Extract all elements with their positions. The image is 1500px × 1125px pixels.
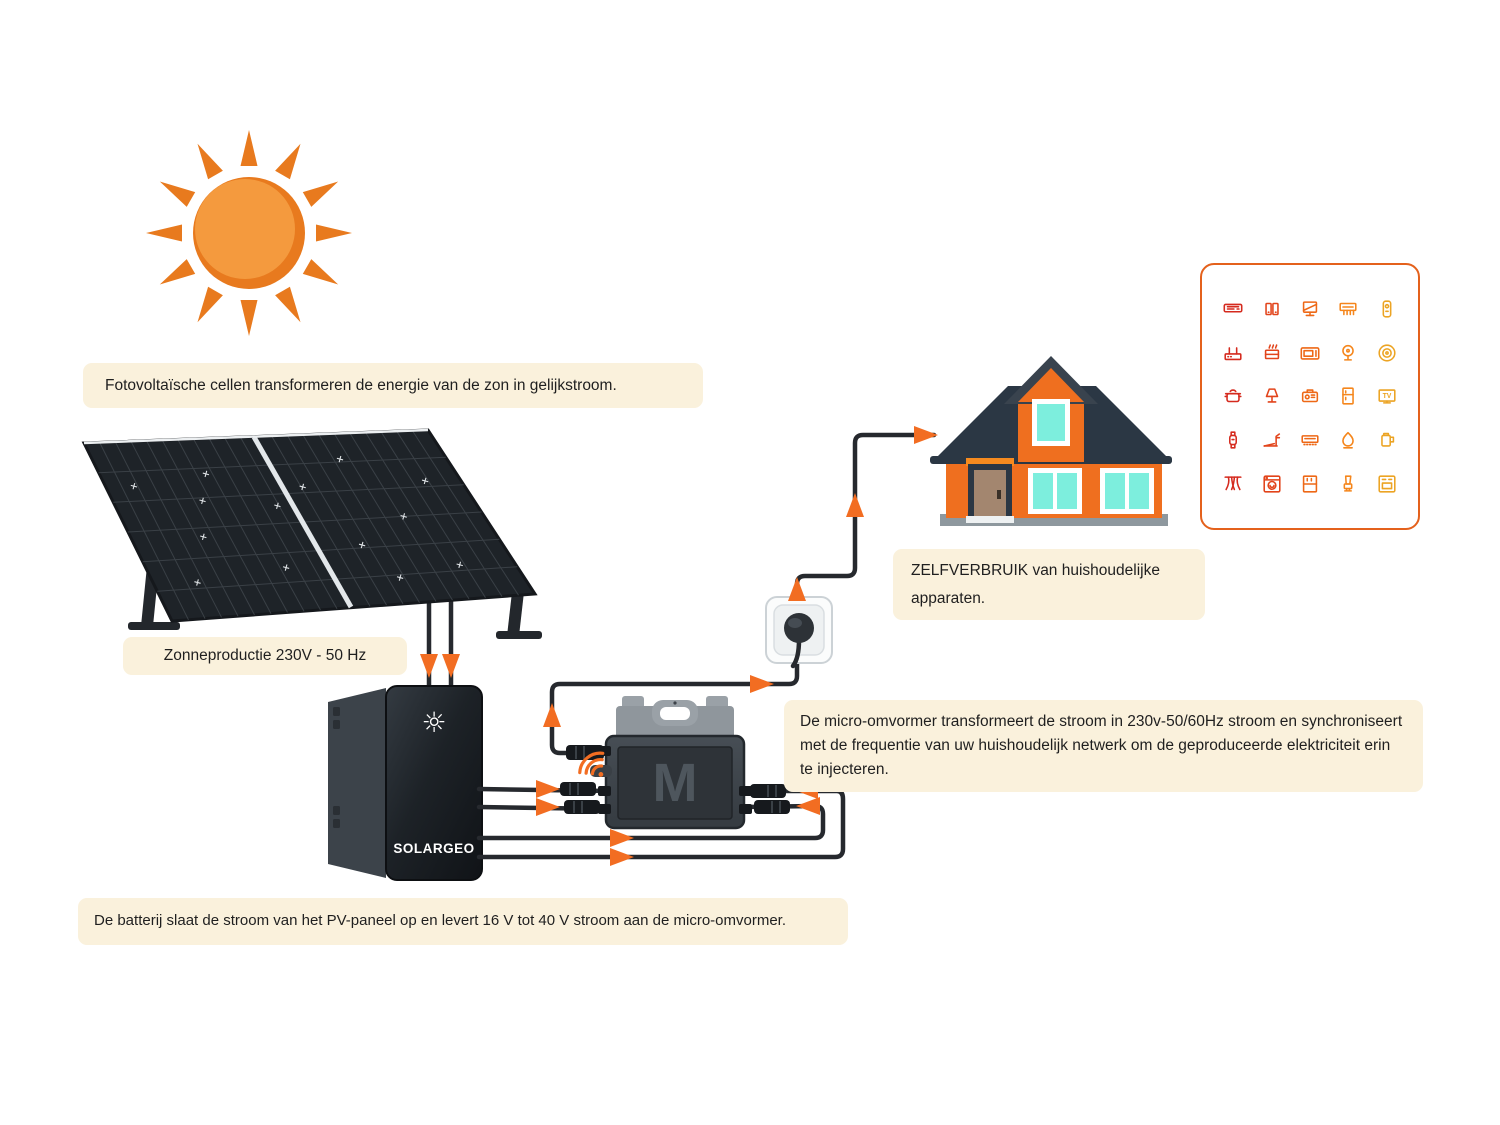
appliance-icon-kettle — [1376, 429, 1398, 451]
appliance-icon-robot-vacuum — [1376, 342, 1398, 364]
appliance-icon-smartwatch — [1222, 429, 1244, 451]
caption-self-consumption: ZELFVERBRUIK van huishoudelijke apparate… — [893, 549, 1205, 620]
appliance-icon-freezer — [1299, 473, 1321, 495]
battery-brand-label: SOLARGEO — [393, 841, 474, 856]
appliance-icon-microwave — [1299, 342, 1321, 364]
arrow-right-dc2 — [536, 798, 560, 816]
battery-sun-logo: ☼ — [421, 706, 446, 739]
arrow-down-2 — [442, 654, 460, 678]
arrow-up-house — [846, 493, 864, 517]
appliance-icon-blender — [1337, 473, 1359, 495]
door-awning — [966, 458, 1014, 466]
arrow-down-1 — [420, 654, 438, 678]
house-illustration — [930, 356, 1172, 526]
panel-right-leg — [507, 592, 524, 636]
front-windows — [1028, 468, 1154, 514]
appliance-icon-oven — [1376, 473, 1398, 495]
appliance-icon-air-conditioner — [1222, 298, 1244, 320]
caption-production: Zonneproductie 230V - 50 Hz — [123, 637, 407, 675]
appliance-icon-washing-machine — [1261, 473, 1283, 495]
arrow-right-house — [914, 426, 938, 444]
micro-inverter-illustration: M — [590, 696, 752, 830]
front-door — [974, 470, 1006, 518]
appliance-icon-treadmill — [1261, 429, 1283, 451]
appliance-icon-humidifier — [1337, 429, 1359, 451]
appliance-icon-mobile-phones — [1261, 298, 1283, 320]
battery-illustration: ☼ SOLARGEO — [328, 685, 483, 881]
arrow-right-loop2 — [610, 848, 634, 866]
power-plug — [784, 613, 814, 643]
appliance-icon-remote-control — [1376, 298, 1398, 320]
dc-port-left-2 — [598, 804, 611, 814]
caption-photovoltaic: Fotovoltaïsche cellen transformeren de e… — [83, 363, 703, 408]
arrow-left-loop2 — [796, 797, 820, 815]
appliance-icon-fan — [1337, 342, 1359, 364]
caption-micro-inverter: De micro-omvormer transformeert de stroo… — [784, 700, 1423, 793]
wire-socket-to-house — [794, 432, 937, 607]
appliance-icon-television: TV — [1376, 385, 1398, 407]
svg-text:TV: TV — [1382, 393, 1391, 400]
solar-panel-illustration — [81, 428, 542, 639]
appliance-icons-panel: TV — [1200, 263, 1420, 530]
appliance-icon-cooking-pot — [1222, 385, 1244, 407]
arrow-right-loop1 — [610, 829, 634, 847]
panel-center-divider — [251, 435, 354, 609]
dc-port-right-1 — [739, 786, 752, 796]
appliance-icon-wifi-router — [1222, 342, 1244, 364]
appliance-icon-air-conditioner-vent — [1299, 429, 1321, 451]
inverter-logo-letter: M — [653, 753, 698, 813]
appliance-icon-table-lamp — [1261, 385, 1283, 407]
appliance-icon-desktop-computer — [1299, 298, 1321, 320]
dc-port-left-1 — [598, 786, 611, 796]
appliance-icon-radio — [1299, 385, 1321, 407]
arrow-up-socket — [788, 577, 806, 601]
arrow-up-ac — [543, 703, 561, 727]
appliance-icon-curtains — [1222, 473, 1244, 495]
ac-wire-inverter-to-socket — [549, 642, 800, 756]
appliance-icon-refrigerator — [1337, 385, 1359, 407]
caption-battery: De batterij slaat de stroom van het PV-p… — [78, 898, 848, 945]
appliance-icon-electric-heater — [1261, 342, 1283, 364]
appliance-icon-heat-pump — [1337, 298, 1359, 320]
wall-socket-illustration — [765, 596, 833, 669]
wifi-icon — [578, 751, 605, 777]
dc-port-right-2 — [739, 804, 752, 814]
mc4-connectors — [560, 745, 790, 814]
arrow-right-ac — [750, 675, 774, 693]
arrow-right-dc1 — [536, 780, 560, 798]
sun-icon — [146, 130, 352, 336]
